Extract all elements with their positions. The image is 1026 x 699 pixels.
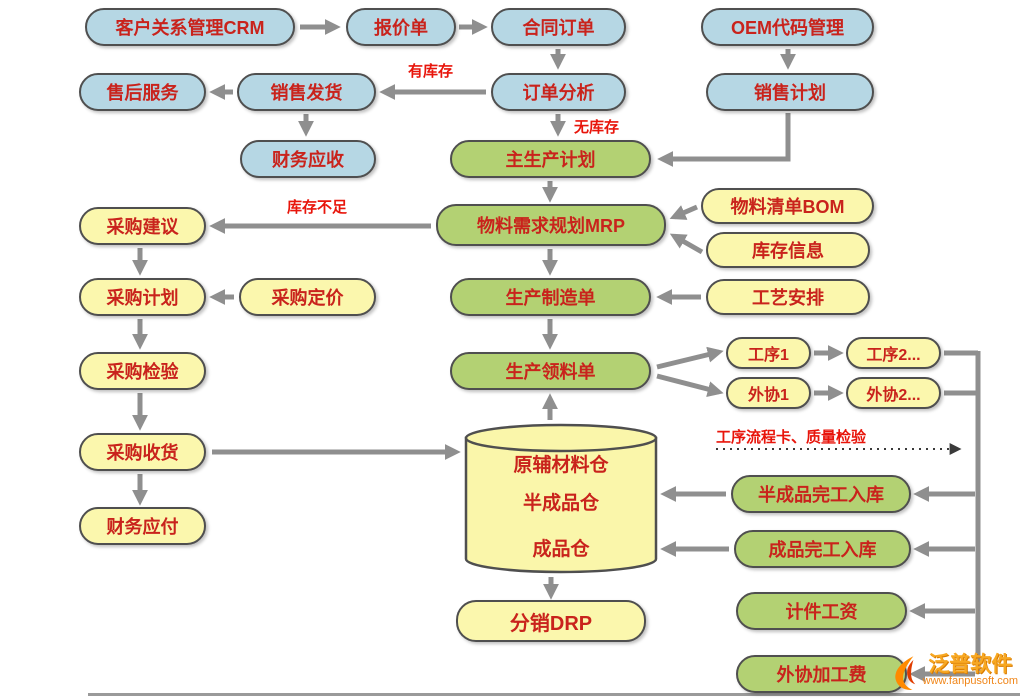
node-finished-in: 成品完工入库 — [734, 530, 911, 568]
fanpu-watermark: 泛普软件 www.fanpusoft.com — [891, 653, 1018, 697]
node-contract-order: 合同订单 — [491, 8, 626, 46]
node-inventory-info: 库存信息 — [706, 232, 870, 268]
node-outsource2: 外协2... — [846, 377, 941, 409]
node-crm: 客户关系管理CRM — [85, 8, 295, 46]
node-oem: OEM代码管理 — [701, 8, 874, 46]
edge-label-stock-insufficient: 库存不足 — [287, 199, 348, 216]
warehouse-level-raw: 原辅材料仓 — [513, 455, 609, 476]
node-semi-finished-in: 半成品完工入库 — [731, 475, 911, 513]
fanpu-brand-text: 泛普软件 — [928, 653, 1013, 676]
node-purchase-inspect: 采购检验 — [79, 352, 206, 390]
node-piece-wage: 计件工资 — [736, 592, 907, 630]
node-purchase-receive: 采购收货 — [79, 433, 206, 471]
edge-label-process-card: 工序流程卡、质量检验 — [716, 429, 867, 446]
edge-label-has-stock: 有库存 — [408, 63, 454, 80]
node-bom: 物料清单BOM — [701, 188, 874, 224]
node-outsource-fee: 外协加工费 — [736, 655, 907, 693]
node-quote: 报价单 — [346, 8, 456, 46]
warehouse-level-semi: 半成品仓 — [522, 493, 599, 514]
fanpu-url-text: www.fanpusoft.com — [922, 675, 1018, 688]
edge-label-no-stock: 无库存 — [574, 119, 620, 136]
warehouse-level-finished: 成品仓 — [532, 539, 590, 560]
node-process2: 工序2... — [846, 337, 941, 369]
node-outsource1: 外协1 — [726, 377, 811, 409]
node-sales-plan: 销售计划 — [706, 73, 874, 111]
node-mrp: 物料需求规划MRP — [436, 204, 666, 246]
node-production-order: 生产制造单 — [450, 278, 651, 316]
node-purchase-suggest: 采购建议 — [79, 207, 206, 245]
node-after-sales: 售后服务 — [79, 73, 206, 111]
node-process1: 工序1 — [726, 337, 811, 369]
node-material-requisition: 生产领料单 — [450, 352, 651, 390]
node-finance-payable: 财务应付 — [79, 507, 206, 545]
node-finance-receivable: 财务应收 — [240, 140, 376, 178]
node-drp: 分销DRP — [456, 600, 646, 642]
fanpu-logo-icon — [891, 654, 919, 697]
node-purchase-pricing: 采购定价 — [239, 278, 376, 316]
node-sales-delivery: 销售发货 — [237, 73, 376, 111]
node-purchase-plan: 采购计划 — [79, 278, 206, 316]
node-order-analysis: 订单分析 — [491, 73, 626, 111]
bottom-divider — [88, 693, 1020, 696]
node-master-plan: 主生产计划 — [450, 140, 651, 178]
warehouse-cylinder — [464, 423, 658, 574]
node-process-arrange: 工艺安排 — [706, 279, 870, 315]
